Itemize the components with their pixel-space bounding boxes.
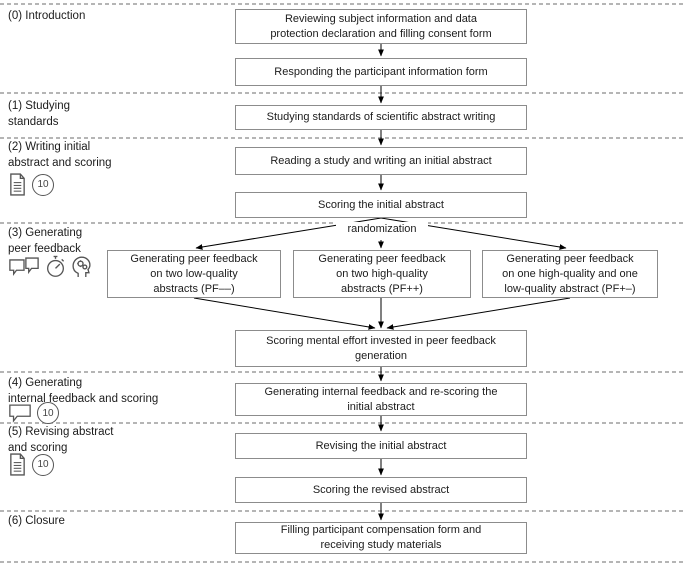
section-divider	[0, 561, 685, 563]
phase-4-icons: 10	[8, 402, 59, 424]
head-gears-icon	[71, 255, 92, 278]
timer-minutes: 10	[37, 179, 49, 190]
step-box-compensation-form: Filling participant compensation form an…	[235, 522, 527, 554]
document-icon	[8, 453, 27, 476]
step-box-revising-initial-abstract: Revising the initial abstract	[235, 433, 527, 459]
stopwatch-icon	[45, 255, 66, 278]
timer-10-badge: 10	[37, 402, 59, 424]
step-box-scoring-mental-effort: Scoring mental effort invested in peer f…	[235, 330, 527, 367]
timer-minutes: 10	[37, 459, 49, 470]
section-divider	[0, 422, 685, 424]
speech-bubble-icon	[8, 403, 32, 423]
section-divider	[0, 371, 685, 373]
step-box-participant-information-form: Responding the participant information f…	[235, 58, 527, 86]
phase-3-icons	[8, 255, 92, 278]
phase-5-icons: 10	[8, 453, 54, 476]
step-box-internal-feedback: Generating internal feedback and re-scor…	[235, 383, 527, 416]
section-divider	[0, 510, 685, 512]
step-box-scoring-revised-abstract: Scoring the revised abstract	[235, 477, 527, 503]
phase-label-closure: (6) Closure	[8, 515, 65, 527]
speech-bubbles-icon	[8, 256, 40, 277]
timer-minutes: 10	[42, 407, 54, 419]
section-divider	[0, 3, 685, 5]
section-divider	[0, 137, 685, 139]
step-box-scoring-initial-abstract: Scoring the initial abstract	[235, 192, 527, 218]
phase-2-icons: 10	[8, 173, 54, 196]
phase-label-introduction: (0) Introduction	[8, 10, 86, 22]
randomization-label: randomization	[336, 222, 428, 237]
timer-10-badge: 10	[32, 453, 54, 476]
step-box-studying-standards: Studying standards of scientific abstrac…	[235, 105, 527, 130]
timer-10-badge: 10	[32, 173, 54, 196]
step-box-writing-initial-abstract: Reading a study and writing an initial a…	[235, 147, 527, 175]
section-divider	[0, 92, 685, 94]
document-icon	[8, 173, 27, 196]
